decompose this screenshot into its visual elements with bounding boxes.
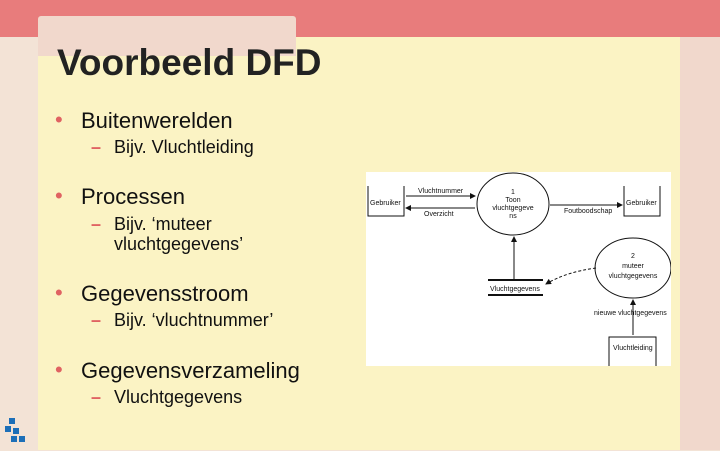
- data-store: Vluchtgegevens: [488, 279, 543, 296]
- process-2-number: 2: [631, 253, 635, 260]
- entity-left: Gebruiker: [367, 186, 405, 217]
- logo-icon: [5, 418, 27, 446]
- bullet-dot: •: [55, 107, 63, 132]
- flow-bottom: nieuwe vluchtgegevens: [594, 299, 667, 335]
- slide-tab: [38, 16, 296, 56]
- process-1-line2: vluchtgegeve: [492, 205, 533, 212]
- bullet-dot: •: [55, 183, 63, 208]
- flow-process2-to-store: [545, 267, 597, 285]
- entity-bottom: Vluchtleiding: [608, 336, 657, 366]
- entity-right-label: Gebruiker: [626, 200, 657, 207]
- bullet-dot: •: [55, 280, 63, 305]
- flow-left: Overzicht: [405, 205, 475, 218]
- sub-dash: –: [91, 214, 102, 234]
- process-1-line1: Toon: [505, 197, 520, 204]
- entity-right: Gebruiker: [623, 186, 661, 217]
- process-2-line1: muteer: [622, 263, 644, 270]
- sub-dash: –: [91, 387, 102, 407]
- flow-right: Foutboodschap: [550, 202, 623, 215]
- entity-bottom-label: Vluchtleiding: [613, 345, 653, 352]
- sub-dash: –: [91, 137, 102, 157]
- flow-top-label: Vluchtnummer: [418, 188, 464, 195]
- entity-left-label: Gebruiker: [370, 200, 401, 207]
- process-1-line3: ns: [509, 213, 517, 220]
- dfd-diagram: Gebruiker Gebruiker 1 Toon vluchtgegeve …: [366, 172, 671, 366]
- process-2: 2 muteer vluchtgegevens: [594, 237, 671, 299]
- slide-title: Voorbeeld DFD: [57, 42, 322, 83]
- process-1-number: 1: [511, 189, 515, 196]
- process-2-line2: vluchtgegevens: [609, 273, 658, 280]
- bullet-dot: •: [55, 357, 63, 382]
- flow-top: Vluchtnummer: [406, 188, 476, 199]
- process-1: 1 Toon vluchtgegeve ns: [476, 172, 550, 236]
- flow-bottom-label: nieuwe vluchtgegevens: [594, 310, 667, 317]
- right-strip: [680, 37, 720, 450]
- data-store-label: Vluchtgegevens: [490, 286, 540, 293]
- sub-dash: –: [91, 310, 102, 330]
- flow-left-label: Overzicht: [424, 211, 454, 218]
- flow-right-label: Foutboodschap: [564, 208, 612, 215]
